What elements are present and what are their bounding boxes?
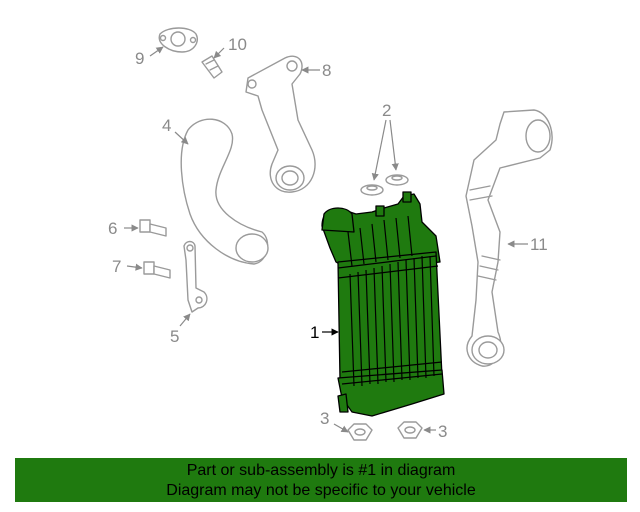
parts-diagram: 9 10 8 4 6 7 5 xyxy=(108,27,553,441)
part-4-hose xyxy=(180,118,269,265)
callout-3-left: 3 xyxy=(320,409,329,428)
callout-2: 2 xyxy=(382,101,391,120)
callout-1: 1 xyxy=(310,323,319,342)
part-11-pipe xyxy=(465,109,553,367)
part-3-nut-left xyxy=(347,423,373,441)
callout-3-right: 3 xyxy=(438,422,447,441)
part-3-nut-right xyxy=(397,421,423,439)
callout-6: 6 xyxy=(108,219,117,238)
callout-7: 7 xyxy=(112,257,121,276)
callout-8: 8 xyxy=(322,61,331,80)
callout-4: 4 xyxy=(162,116,171,135)
banner-line-1: Part or sub-assembly is #1 in diagram xyxy=(186,462,456,479)
callout-10: 10 xyxy=(228,35,247,54)
part-8-pipe xyxy=(245,55,316,193)
callout-5: 5 xyxy=(170,327,179,346)
banner-line-2: Diagram may not be specific to your vehi… xyxy=(166,482,476,499)
part-7-bolt xyxy=(143,261,171,279)
part-5-bracket xyxy=(183,240,208,313)
part-9-gasket xyxy=(158,27,198,53)
callout-9: 9 xyxy=(135,49,144,68)
part-10-stud xyxy=(201,55,223,79)
part-6-bolt xyxy=(139,219,167,237)
part-2-grommets xyxy=(360,174,409,196)
info-banner: Part or sub-assembly is #1 in diagram Di… xyxy=(15,458,627,502)
part-1-intercooler xyxy=(321,191,445,417)
callout-11: 11 xyxy=(530,235,548,254)
